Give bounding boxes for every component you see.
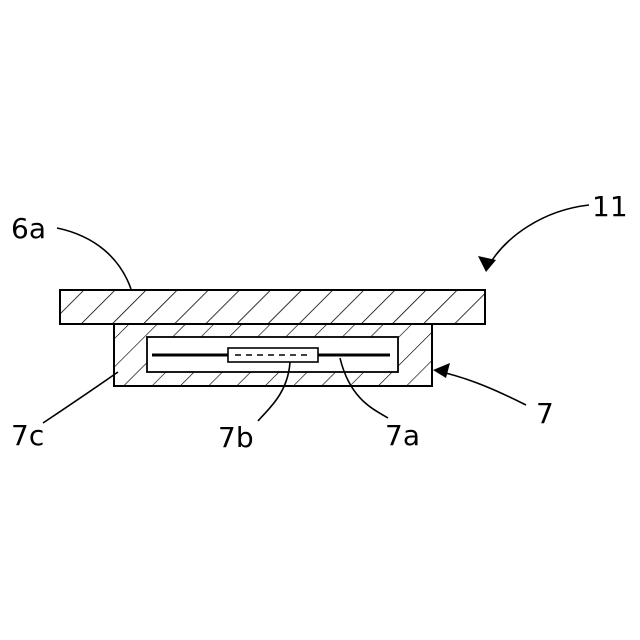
arrowhead-7 <box>433 363 450 378</box>
label-7: 7 <box>536 397 554 430</box>
label-7b: 7b <box>218 421 254 454</box>
leader-7 <box>437 371 526 405</box>
label-7c: 7c <box>11 419 44 452</box>
label-6a: 6a <box>11 212 46 245</box>
insert-element-7b <box>228 348 318 362</box>
label-7a: 7a <box>385 419 420 452</box>
label-11: 11 <box>592 190 628 223</box>
plate-6a <box>60 290 485 324</box>
leader-7c <box>43 372 118 423</box>
leader-6a <box>57 228 131 289</box>
leader-11 <box>486 205 589 270</box>
